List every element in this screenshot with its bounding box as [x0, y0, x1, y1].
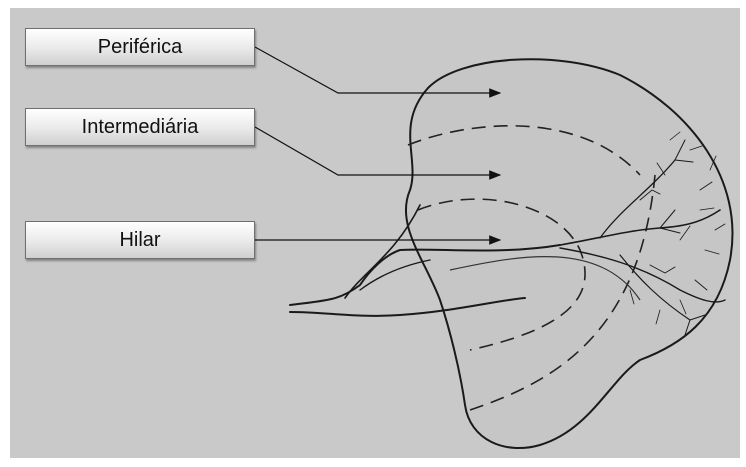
organ-outline — [406, 59, 733, 448]
label-hilar: Hilar — [25, 221, 255, 259]
label-intermediate: Intermediária — [25, 108, 255, 146]
label-peripheral: Periférica — [25, 28, 255, 66]
